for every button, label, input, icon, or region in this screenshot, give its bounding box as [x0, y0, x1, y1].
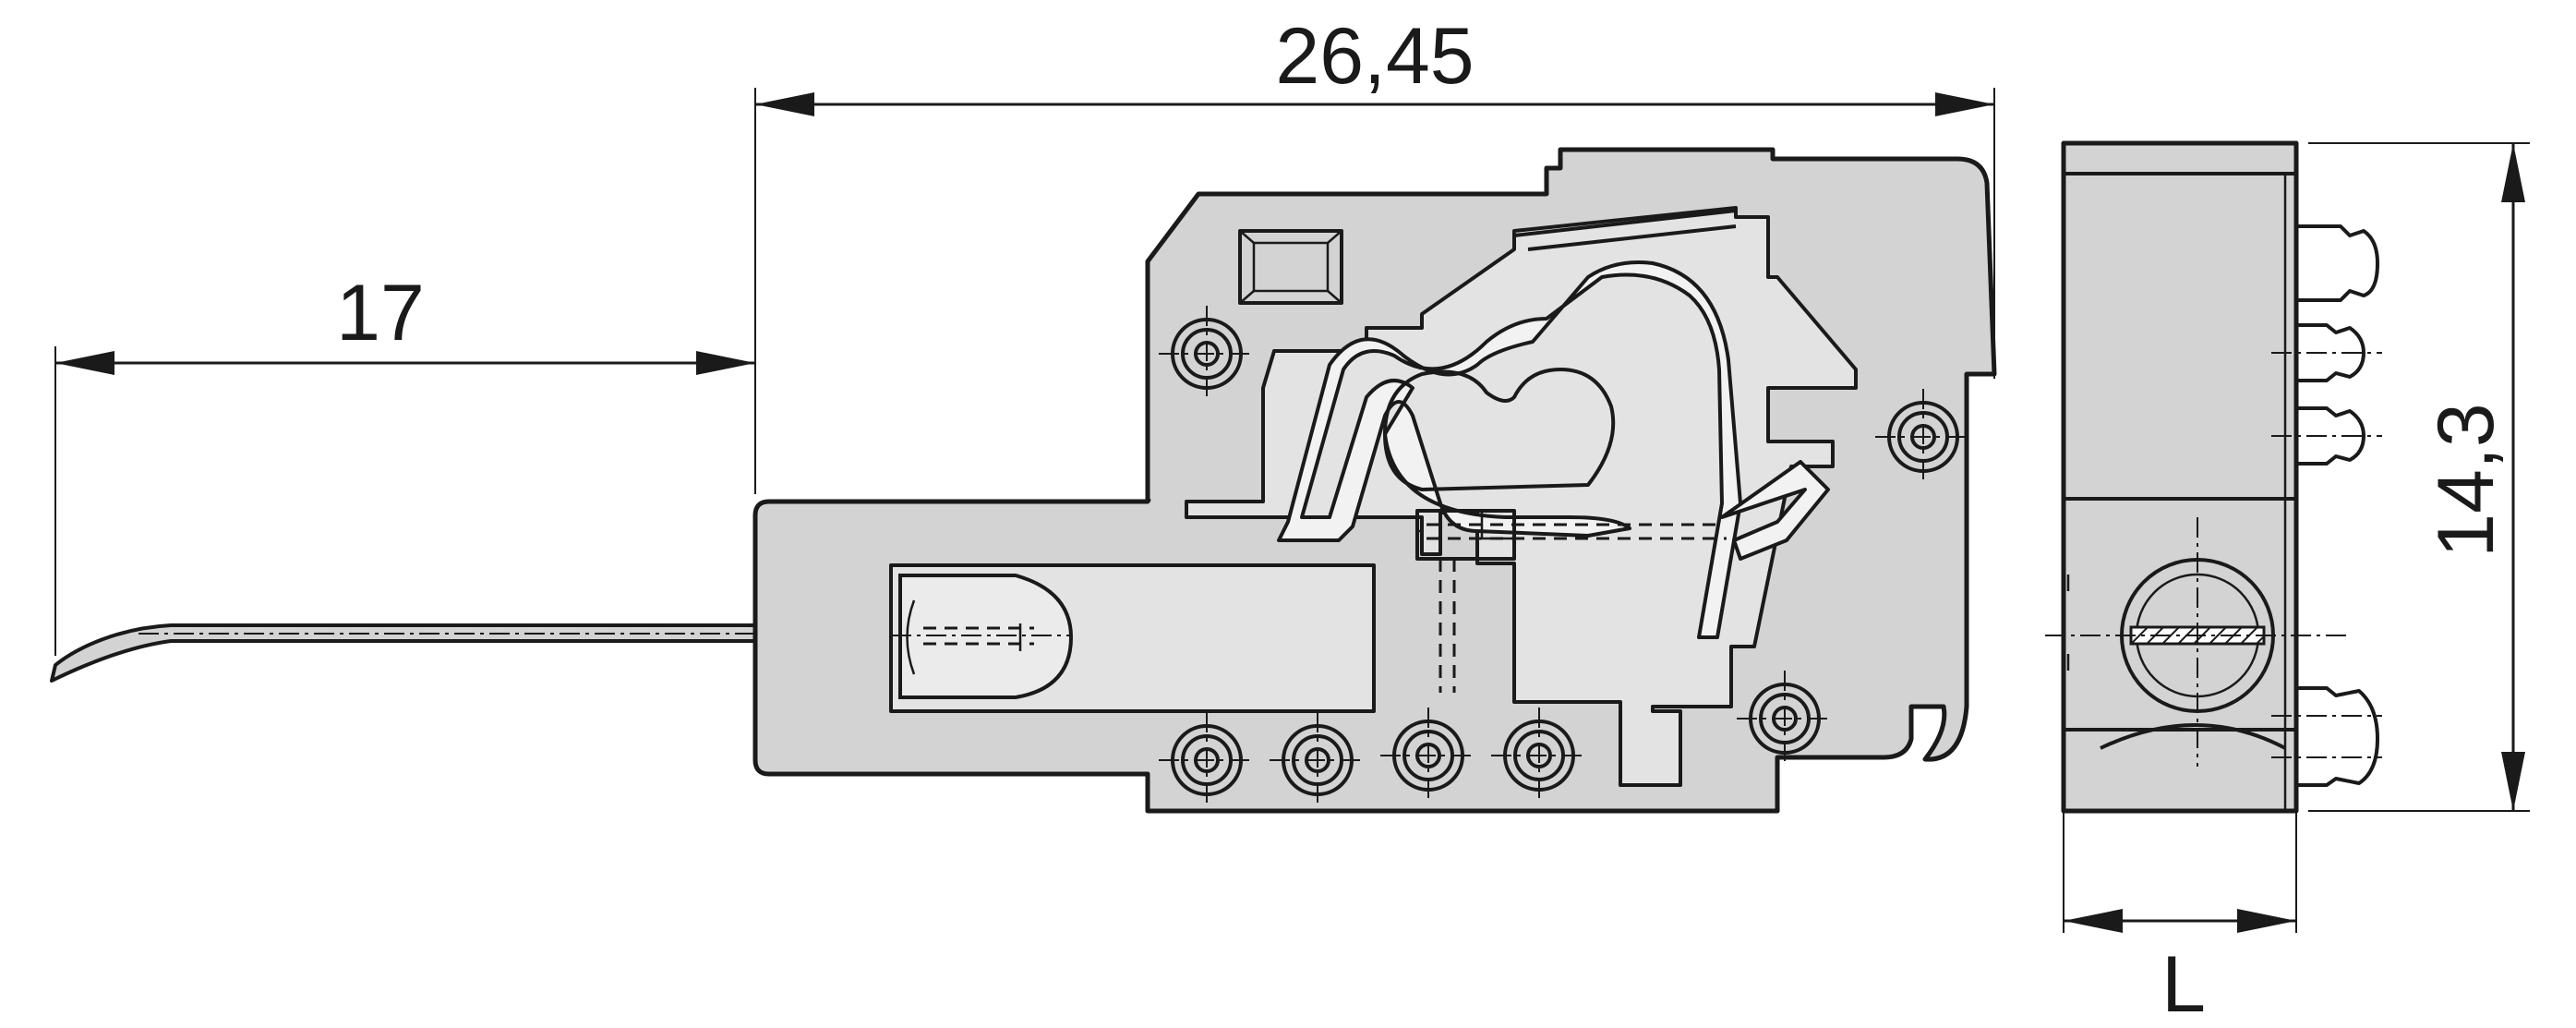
- wire-barrel: [889, 563, 1376, 713]
- dimension-length-parameter: L: [2064, 909, 2296, 1028]
- pin-3: [2271, 406, 2382, 466]
- inspection-window: [1238, 229, 1343, 305]
- wire-conductor: [50, 623, 757, 683]
- dimension-label-length: L: [2161, 940, 2206, 1028]
- pin-2: [2271, 323, 2382, 382]
- dimension-height: 14,3: [2422, 143, 2525, 811]
- clamp-block: [1415, 509, 1727, 693]
- dimension-label-width: 26,45: [1275, 12, 1474, 101]
- dimension-label-height: 14,3: [2422, 403, 2510, 557]
- dimension-wire-length: 17: [54, 269, 755, 656]
- pin-4: [2271, 686, 2382, 787]
- terminal-side-view: [2045, 140, 2530, 933]
- dimension-width-overall: 26,45: [754, 12, 1995, 494]
- pin-1: [2294, 224, 2379, 302]
- dimension-label-wire: 17: [336, 269, 425, 357]
- clamp-spring: [1277, 260, 1830, 639]
